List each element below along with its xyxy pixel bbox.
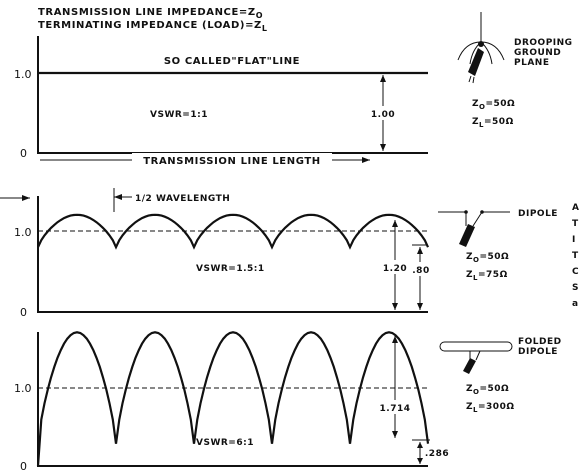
flat-max-label: 1.00 xyxy=(371,110,395,120)
flat-zl: ZL=50Ω xyxy=(472,117,514,129)
left-marker-head xyxy=(22,195,30,201)
folded-label-1: FOLDED xyxy=(518,337,562,347)
dipole-standing-wave xyxy=(37,213,430,250)
flat-dim-arrow-down xyxy=(380,144,386,151)
flat-vswr-label: VSWR=1:1 xyxy=(150,110,208,120)
dipole-zl: ZL=75Ω xyxy=(466,270,508,282)
folded-max-label: 1.714 xyxy=(380,404,411,414)
panel-flat-tick-1: 1.0 xyxy=(14,68,32,81)
svg-text:T: T xyxy=(572,219,579,229)
flat-z0: ZO=50Ω xyxy=(472,99,515,111)
folded-label-2: DIPOLE xyxy=(518,347,558,357)
drooping-ground-plane-icon xyxy=(457,12,505,84)
folded-dipole-icon xyxy=(439,341,513,374)
folded-standing-wave xyxy=(36,331,430,467)
panel-folded-dipole: 1.0 0 VSWR=6:1 1.714 .286 xyxy=(14,331,452,473)
flat-dim-mask xyxy=(368,106,398,120)
ground-plane-label-2: GROUND xyxy=(514,48,561,58)
svg-text:A: A xyxy=(572,203,579,213)
length-label: TRANSMISSION LINE LENGTH xyxy=(143,156,321,167)
header-line-2: TERMINATING IMPEDANCE (LOAD)=ZL xyxy=(38,20,268,33)
flat-line-title: SO CALLED"FLAT"LINE xyxy=(164,56,300,67)
folded-zl: ZL=300Ω xyxy=(466,402,514,414)
flat-dim-arrow-up xyxy=(380,75,386,82)
folded-z0: ZO=50Ω xyxy=(466,384,509,396)
length-arrow-head xyxy=(362,157,370,163)
dipole-icon xyxy=(438,210,510,247)
header-line-1: TRANSMISSION LINE IMPEDANCE=ZO xyxy=(38,7,263,20)
wavelength-label: 1/2 WAVELENGTH xyxy=(135,194,230,204)
folded-vswr-label: VSWR=6:1 xyxy=(196,438,254,448)
svg-text:I: I xyxy=(572,235,576,245)
svg-text:a: a xyxy=(572,299,579,309)
svg-text:S: S xyxy=(572,283,579,293)
panel-dipole: 1.0 0 1/2 WAVELENGTH VSWR=1.5:1 1.20 .80 xyxy=(0,188,432,319)
ground-plane-label-3: PLANE xyxy=(514,58,549,68)
dipole-label: DIPOLE xyxy=(518,209,558,219)
length-mask xyxy=(132,153,332,167)
panel-dipole-tick-0: 0 xyxy=(20,306,27,319)
svg-text:C: C xyxy=(572,267,579,277)
dipole-z0: ZO=50Ω xyxy=(466,252,509,264)
panel-folded-tick-0: 0 xyxy=(20,460,27,473)
panel-flat-line: 1.0 0 SO CALLED"FLAT"LINE VSWR=1:1 1.00 … xyxy=(14,36,428,167)
panel-flat-tick-0: 0 xyxy=(20,147,27,160)
panel-dipole-axes xyxy=(37,196,428,313)
panel-flat-axes xyxy=(37,36,428,154)
dipole-min-label: .80 xyxy=(412,266,429,276)
cropped-margin-text: A T I T C S a xyxy=(572,203,579,309)
dipole-vswr-label: VSWR=1.5:1 xyxy=(196,264,265,274)
svg-text:T: T xyxy=(572,251,579,261)
panel-dipole-tick-1: 1.0 xyxy=(14,226,32,239)
ground-plane-label-1: DROOPING xyxy=(514,38,573,48)
dipole-max-label: 1.20 xyxy=(383,264,407,274)
panel-folded-tick-1: 1.0 xyxy=(14,382,32,395)
folded-min-label: .286 xyxy=(425,449,449,459)
wavelength-arrow-head xyxy=(114,194,122,200)
